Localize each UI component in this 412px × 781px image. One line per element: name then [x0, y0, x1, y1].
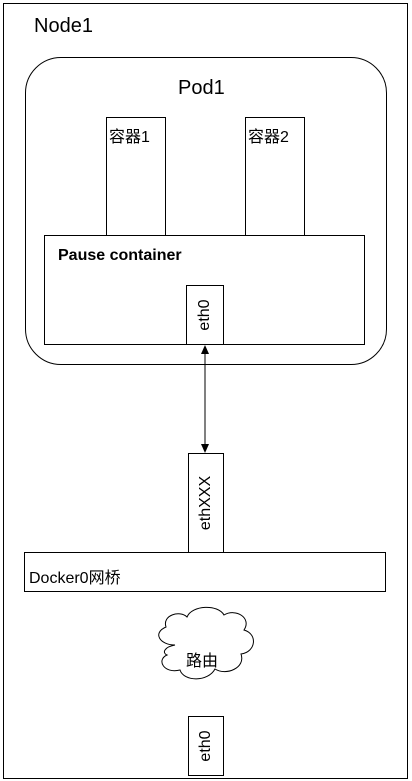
veth-interface: ethXXX — [188, 453, 224, 553]
node-eth0-interface: eth0 — [188, 716, 224, 776]
node-eth0-label: eth0 — [197, 730, 214, 762]
pod-eth0-interface: eth0 — [186, 285, 224, 345]
pause-container-label: Pause container — [58, 247, 182, 264]
node-label: Node1 — [34, 15, 93, 37]
pod-label: Pod1 — [178, 77, 225, 99]
router-label: 路由 — [186, 653, 219, 670]
container-2-label: 容器2 — [248, 129, 289, 146]
docker0-bridge-label: Docker0网桥 — [29, 570, 121, 587]
container-1: 容器1 — [106, 117, 166, 237]
container-1-label: 容器1 — [109, 129, 150, 146]
docker0-bridge: Docker0网桥 — [24, 552, 386, 592]
